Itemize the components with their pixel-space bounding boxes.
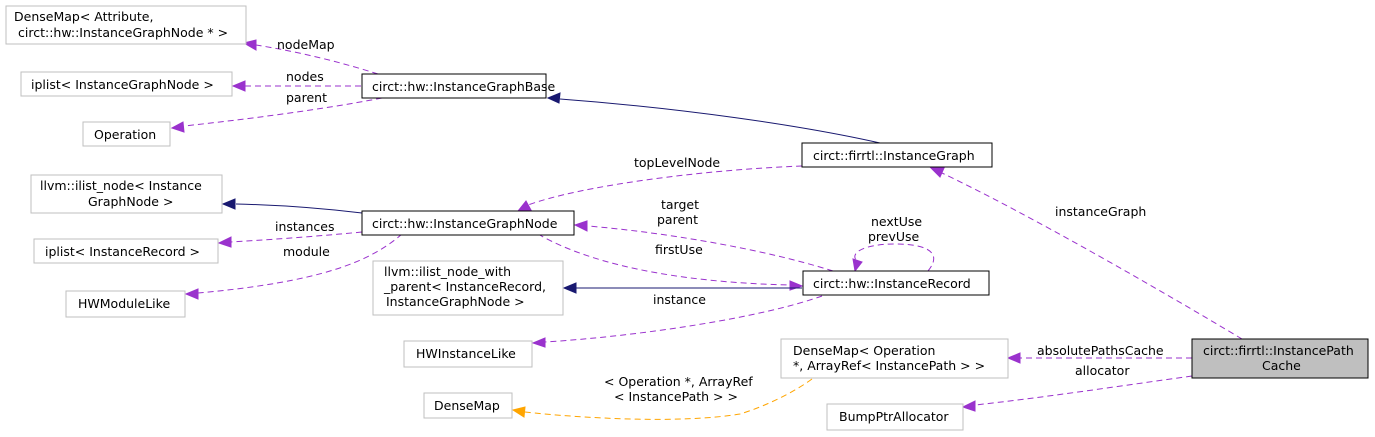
edge-toplevelnode: topLevelNode — [516, 155, 803, 212]
node-label-line: iplist< InstanceRecord > — [45, 244, 200, 259]
edge-label-absolutepathscache: absolutePathsCache — [1037, 343, 1164, 358]
edge-template-instance: < Operation *, ArrayRef < InstancePath >… — [511, 374, 813, 420]
node-label-line: circt::hw::InstanceGraphNode * > — [18, 25, 228, 40]
edge-inherit-ilist-node — [221, 198, 363, 214]
node-ilist-node-instancegraphnode[interactable]: llvm::ilist_node< Instance GraphNode > — [30, 174, 223, 214]
node-label-line: *, ArrayRef< InstancePath > > — [793, 358, 985, 373]
edge-label-allocator: allocator — [1075, 363, 1130, 378]
edge-inherit-instancegraph — [546, 92, 881, 144]
node-label-line: GraphNode > — [88, 194, 173, 209]
node-iplist-instancerecord[interactable]: iplist< InstanceRecord > — [33, 238, 219, 264]
node-label-line: circt::hw::InstanceRecord — [813, 276, 971, 291]
node-hwinstancelike[interactable]: HWInstanceLike — [403, 340, 533, 368]
node-instancerecord[interactable]: circt::hw::InstanceRecord — [802, 270, 990, 296]
node-instancepathcache[interactable]: circt::firrtl::InstancePath Cache — [1191, 338, 1369, 379]
node-label-line: llvm::ilist_node< Instance — [40, 178, 202, 193]
edge-label-instance: instance — [653, 292, 706, 307]
edge-label-template-2: < InstancePath > > — [614, 389, 738, 404]
node-label-line: DenseMap< Attribute, — [14, 9, 153, 24]
node-label-line: DenseMap< Operation — [793, 343, 935, 358]
edge-target-parent: target parent — [573, 197, 834, 272]
node-label-line: circt::firrtl::InstanceGraph — [813, 148, 975, 163]
edge-label-prevuse: prevUse — [868, 229, 920, 244]
edge-instancegraph: instanceGraph — [929, 167, 1243, 340]
node-label-line: iplist< InstanceGraphNode > — [31, 77, 214, 92]
edge-inherit-ilist-node-with-parent — [562, 282, 802, 294]
edge-instance: instance — [531, 292, 823, 348]
node-label-line: HWModuleLike — [78, 296, 170, 311]
node-label-line: circt::hw::InstanceGraphNode — [372, 216, 558, 231]
node-label-line: Cache — [1262, 358, 1301, 373]
node-hwmodulelike[interactable]: HWModuleLike — [65, 290, 186, 318]
edge-label-template-1: < Operation *, ArrayRef — [604, 374, 753, 389]
edge-label-parent-record: parent — [657, 212, 698, 227]
node-densemap-operation[interactable]: DenseMap< Operation *, ArrayRef< Instanc… — [780, 338, 1009, 379]
edge-nodes: nodes — [231, 69, 361, 92]
edge-module: module — [184, 233, 403, 300]
edge-label-instances: instances — [275, 219, 334, 234]
node-operation[interactable]: Operation — [82, 121, 171, 147]
node-densemap[interactable]: DenseMap — [423, 392, 513, 419]
edge-label-parent: parent — [286, 90, 327, 105]
node-label-line: InstanceGraphNode > — [386, 294, 525, 309]
edge-label-nextuse: nextUse — [871, 214, 922, 229]
edge-absolutepathscache: absolutePathsCache — [1006, 343, 1192, 364]
node-bumpptrallocator[interactable]: BumpPtrAllocator — [826, 403, 964, 431]
edge-label-nodes: nodes — [286, 69, 324, 84]
edge-label-toplevelnode: topLevelNode — [634, 155, 720, 170]
edge-label-instancegraph: instanceGraph — [1055, 204, 1146, 219]
node-instancegraphnode[interactable]: circt::hw::InstanceGraphNode — [361, 210, 575, 236]
node-densemap-attribute[interactable]: DenseMap< Attribute, circt::hw::Instance… — [5, 5, 247, 45]
node-label-line: Operation — [94, 127, 156, 142]
node-label-line: HWInstanceLike — [416, 346, 516, 361]
edge-nodemap: nodeMap — [242, 37, 379, 75]
edge-label-firstuse: firstUse — [655, 242, 703, 257]
edge-label-nodemap: nodeMap — [277, 37, 335, 52]
edge-nextuse-prevuse: nextUse prevUse — [852, 214, 935, 273]
edge-firstuse: firstUse — [537, 233, 804, 291]
edge-parent-operation: parent — [170, 90, 383, 133]
node-label-line: BumpPtrAllocator — [839, 409, 949, 424]
edge-instances: instances — [217, 219, 363, 248]
node-label-line: DenseMap — [434, 398, 500, 413]
edge-label-module: module — [283, 244, 330, 259]
node-label-line: _parent< InstanceRecord, — [383, 279, 546, 294]
edge-allocator: allocator — [961, 363, 1193, 412]
node-iplist-instancegraphnode[interactable]: iplist< InstanceGraphNode > — [20, 71, 233, 97]
node-label-line: circt::firrtl::InstancePath — [1203, 343, 1354, 358]
node-instancegraphbase[interactable]: circt::hw::InstanceGraphBase — [361, 73, 556, 99]
edge-label-target: target — [661, 197, 699, 212]
node-label-line: circt::hw::InstanceGraphBase — [372, 79, 556, 94]
node-label-line: llvm::ilist_node_with — [384, 264, 511, 279]
node-firrtl-instancegraph[interactable]: circt::firrtl::InstanceGraph — [801, 142, 993, 168]
node-ilist-node-with-parent[interactable]: llvm::ilist_node_with _parent< InstanceR… — [372, 260, 564, 316]
